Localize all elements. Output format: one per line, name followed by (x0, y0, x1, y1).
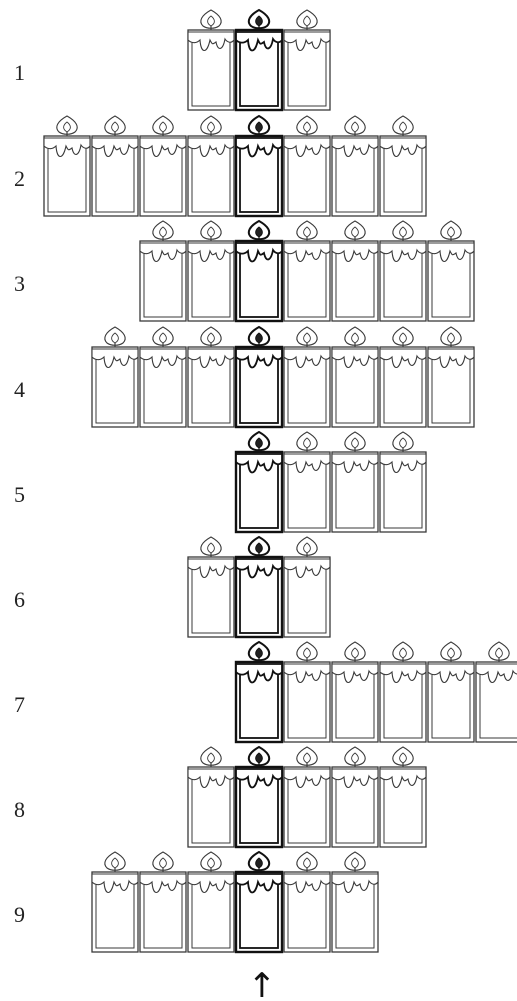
marked-candle (236, 327, 282, 427)
candle (380, 432, 426, 532)
candle (140, 221, 186, 321)
marked-candle (236, 116, 282, 216)
candle (380, 642, 426, 742)
candle (284, 327, 330, 427)
row-labels: 1 2 3 4 5 6 7 8 9 (14, 60, 25, 927)
candle (428, 327, 474, 427)
candle (284, 221, 330, 321)
candle (380, 221, 426, 321)
candle-row (140, 221, 474, 321)
row-label: 2 (14, 166, 25, 191)
candle (188, 116, 234, 216)
candle (332, 116, 378, 216)
candle (428, 642, 474, 742)
candle (380, 747, 426, 847)
candle (284, 642, 330, 742)
candle (188, 537, 234, 637)
candle-row (188, 747, 426, 847)
candle-row (236, 642, 517, 742)
candle (428, 221, 474, 321)
candle (284, 10, 330, 110)
marked-candle (236, 852, 282, 952)
candle (188, 747, 234, 847)
candle-row (92, 852, 378, 952)
candle (140, 116, 186, 216)
candle (284, 537, 330, 637)
row-label: 1 (14, 60, 25, 85)
marked-candle (236, 221, 282, 321)
candle (332, 327, 378, 427)
candle-row (188, 10, 330, 110)
candle (332, 221, 378, 321)
candle (188, 852, 234, 952)
candle (284, 852, 330, 952)
row-label: 3 (14, 271, 25, 296)
candle (92, 116, 138, 216)
marked-candle (236, 747, 282, 847)
candle-rows (44, 10, 517, 952)
marked-candle (236, 432, 282, 532)
candle (92, 852, 138, 952)
marked-candle (236, 537, 282, 637)
candle-row (92, 327, 474, 427)
candle (332, 642, 378, 742)
candle (284, 432, 330, 532)
row-label: 8 (14, 797, 25, 822)
candle (140, 852, 186, 952)
candle (476, 642, 517, 742)
candle (44, 116, 90, 216)
row-label: 5 (14, 482, 25, 507)
candle (188, 327, 234, 427)
candle (332, 747, 378, 847)
candle (332, 852, 378, 952)
candle (380, 327, 426, 427)
row-label: 6 (14, 587, 25, 612)
candle (284, 116, 330, 216)
candle (380, 116, 426, 216)
candle-row (236, 432, 426, 532)
row-label: 7 (14, 692, 25, 717)
marked-candle (236, 10, 282, 110)
candle (332, 432, 378, 532)
candle (188, 10, 234, 110)
candle (92, 327, 138, 427)
candle (284, 747, 330, 847)
up-arrow-icon: ↑ (248, 966, 277, 1001)
candle-row (188, 537, 330, 637)
candle (188, 221, 234, 321)
candle (140, 327, 186, 427)
row-label: 9 (14, 902, 25, 927)
candle-row (44, 116, 426, 216)
row-label: 4 (14, 377, 25, 402)
marked-candle (236, 642, 282, 742)
